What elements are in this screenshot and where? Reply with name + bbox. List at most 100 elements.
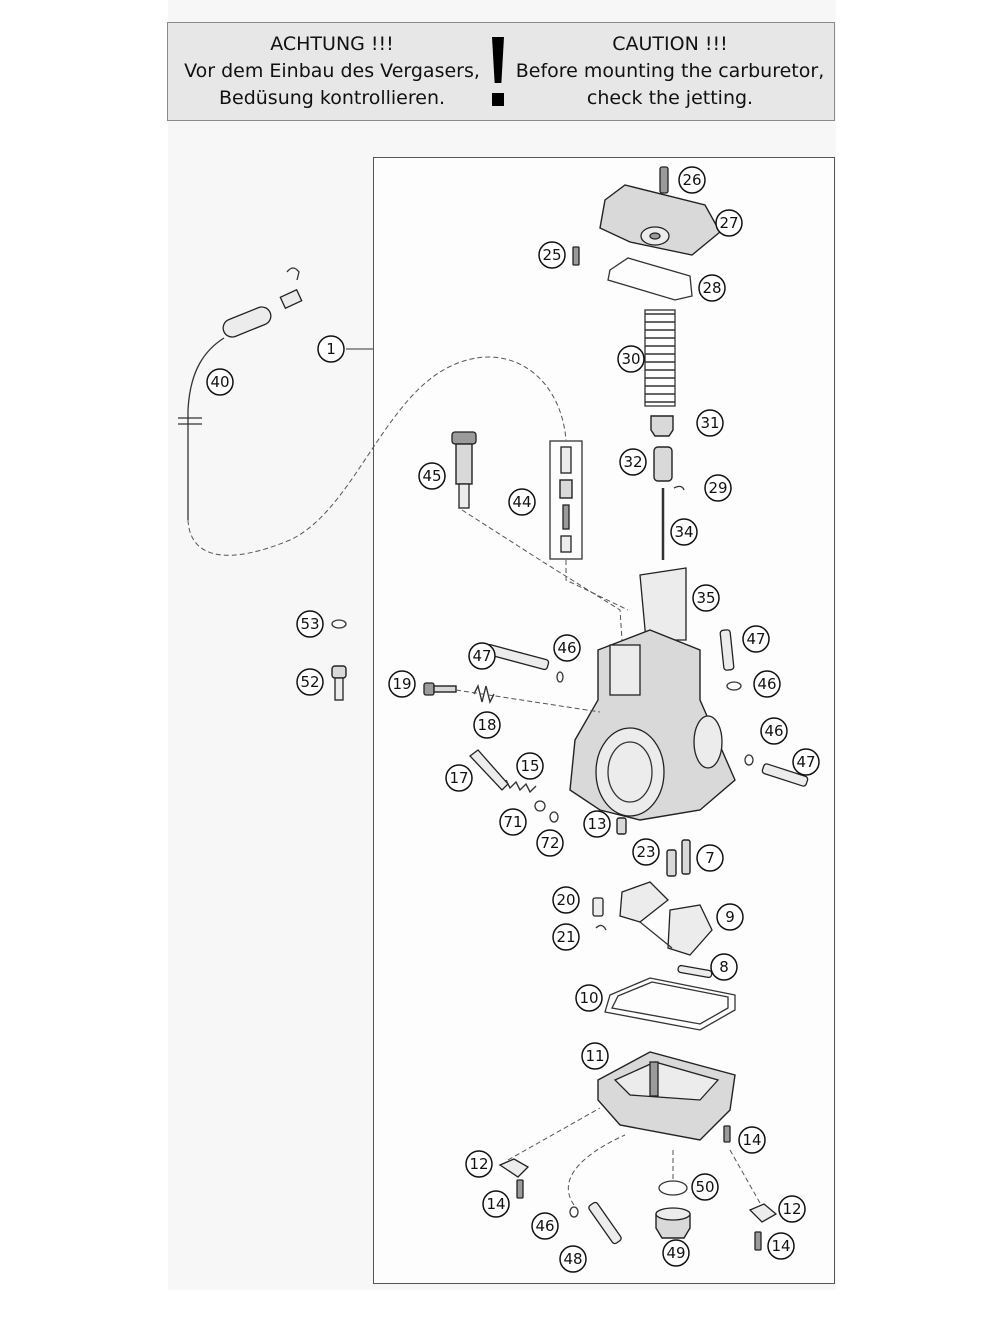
callout-34: 34 (670, 518, 698, 546)
svg-text:27: 27 (719, 214, 738, 232)
callout-9: 9 (716, 903, 744, 931)
svg-text:47: 47 (472, 647, 491, 665)
svg-text:72: 72 (540, 834, 559, 852)
svg-text:26: 26 (682, 171, 701, 189)
svg-text:15: 15 (520, 757, 539, 775)
o-ring-53 (331, 619, 347, 629)
svg-text:47: 47 (796, 753, 815, 771)
callout-25: 25 (538, 241, 566, 269)
svg-text:14: 14 (742, 1131, 761, 1149)
float-9 (619, 881, 713, 956)
o-ring-50 (658, 1180, 688, 1196)
washer-71 (534, 800, 546, 812)
callout-7: 7 (696, 844, 724, 872)
svg-text:9: 9 (725, 908, 735, 926)
plate-guide-right (729, 1149, 761, 1204)
screw-14-right-top (723, 1125, 731, 1143)
callout-53: 53 (296, 610, 324, 638)
svg-text:35: 35 (696, 589, 715, 607)
svg-text:13: 13 (587, 815, 606, 833)
float-needle-20 (592, 897, 604, 917)
air-screw-17 (469, 749, 509, 791)
caution-english-line-2: check the jetting. (586, 87, 754, 109)
o-ring-46-top (726, 681, 742, 691)
o-ring-72 (549, 811, 559, 823)
svg-text:45: 45 (422, 467, 441, 485)
svg-text:8: 8 (719, 958, 729, 976)
screw-guide-line (461, 509, 623, 641)
svg-text:12: 12 (469, 1155, 488, 1173)
callout-18: 18 (473, 711, 501, 739)
svg-text:44: 44 (512, 493, 531, 511)
caution-german-line-1: Vor dem Einbau des Vergasers, (184, 60, 480, 82)
callout-47-top: 47 (742, 625, 770, 653)
callout-44: 44 (508, 488, 536, 516)
svg-text:71: 71 (503, 813, 522, 831)
svg-text:12: 12 (782, 1200, 801, 1218)
o-ring-46-left (556, 671, 564, 683)
spring-15 (505, 779, 537, 794)
svg-text:32: 32 (623, 453, 642, 471)
callout-45: 45 (418, 462, 446, 490)
jet-7 (681, 839, 691, 875)
idle-screw-19 (423, 682, 457, 696)
screw-14-left (516, 1179, 524, 1199)
throttle-slide (639, 567, 687, 641)
plate-guide-left (507, 1107, 601, 1161)
callout-19: 19 (388, 670, 416, 698)
idle-guide-line (455, 689, 601, 713)
svg-text:30: 30 (621, 350, 640, 368)
caution-notice: ACHTUNG !!! Vor dem Einbau des Vergasers… (167, 22, 835, 121)
svg-text:29: 29 (708, 479, 727, 497)
svg-text:40: 40 (210, 373, 229, 391)
svg-text:14: 14 (771, 1237, 790, 1255)
svg-text:25: 25 (542, 246, 561, 264)
svg-text:52: 52 (300, 673, 319, 691)
svg-text:47: 47 (746, 630, 765, 648)
callout-13: 13 (583, 810, 611, 838)
callout-47-right: 47 (792, 748, 820, 776)
callout-46-bottom: 46 (531, 1212, 559, 1240)
callout-46-top: 46 (753, 670, 781, 698)
caution-german-title: ACHTUNG !!! (270, 33, 394, 55)
spring-outline (644, 309, 676, 407)
svg-text:46: 46 (764, 722, 783, 740)
callout-46-right: 46 (760, 717, 788, 745)
svg-text:34: 34 (674, 523, 693, 541)
caution-english: CAUTION !!! Before mounting the carburet… (508, 31, 832, 112)
svg-text:10: 10 (579, 989, 598, 1007)
svg-text:7: 7 (705, 849, 715, 867)
callout-30: 30 (617, 345, 645, 373)
callout-27: 27 (715, 209, 743, 237)
plate-12-right (748, 1203, 778, 1223)
callout-47-left: 47 (468, 642, 496, 670)
callout-28: 28 (698, 274, 726, 302)
callout-14-right-bottom: 14 (767, 1232, 795, 1260)
caution-german-line-2: Bedüsung kontrollieren. (218, 87, 446, 109)
screw-14-right-bottom (754, 1231, 762, 1251)
callout-46-left: 46 (553, 634, 581, 662)
exclamation-dot-icon (492, 93, 504, 106)
callout-49: 49 (662, 1239, 690, 1267)
callout-50: 50 (691, 1173, 719, 1201)
callout-71: 71 (499, 808, 527, 836)
svg-text:31: 31 (700, 414, 719, 432)
svg-text:46: 46 (557, 639, 576, 657)
carburetor-body (569, 629, 736, 821)
clip-21 (595, 924, 607, 931)
svg-text:1: 1 (326, 340, 336, 358)
callout-10: 10 (575, 984, 603, 1012)
exclamation-icon (492, 37, 504, 83)
svg-text:49: 49 (666, 1244, 685, 1262)
svg-text:50: 50 (695, 1178, 714, 1196)
callout-20: 20 (552, 886, 580, 914)
svg-text:18: 18 (477, 716, 496, 734)
callout-52: 52 (296, 668, 324, 696)
o-ring-46-bottom (569, 1206, 579, 1218)
drain-plug-49 (655, 1207, 691, 1239)
callout-35: 35 (692, 584, 720, 612)
plate-12-left (498, 1158, 530, 1178)
svg-text:48: 48 (563, 1250, 582, 1268)
overflow-hose-48 (588, 1201, 622, 1245)
